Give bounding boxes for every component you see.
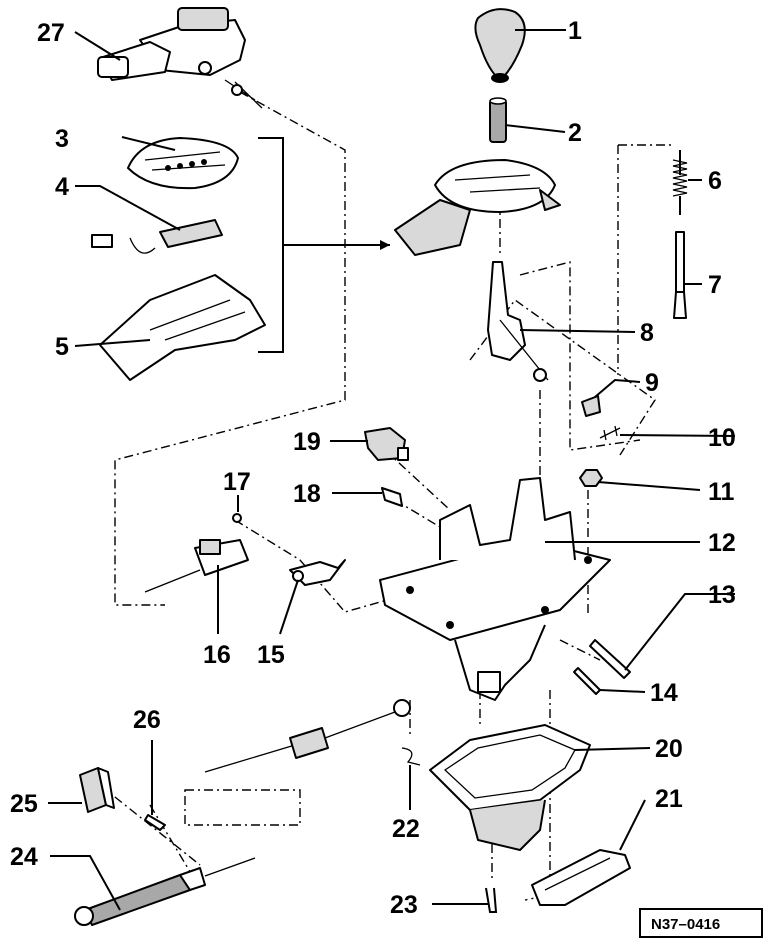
bracket (531, 849, 631, 906)
selector-housing (379, 477, 611, 701)
assembled-cover (394, 159, 561, 256)
callout-12: 12 (708, 529, 736, 557)
locking-element (581, 395, 601, 417)
locking-pin (673, 231, 687, 319)
assembly-line-housing (519, 261, 641, 451)
leader-lines (48, 29, 736, 911)
assembly-line-cable-bracket (184, 789, 301, 826)
selector-switch (364, 427, 409, 461)
position-indicator (91, 219, 223, 254)
spring (672, 150, 688, 215)
assembly-line-switch (384, 449, 451, 511)
cable-bracket (79, 767, 115, 813)
clip-22 (401, 747, 421, 766)
cable-adjuster (74, 857, 256, 926)
callout-3: 3 (55, 125, 69, 153)
nut (579, 469, 603, 487)
sleeve (489, 97, 507, 143)
shift-knob (474, 8, 526, 83)
callout-21: 21 (655, 785, 683, 813)
callout-5: 5 (55, 333, 69, 361)
callout-labels: 1 2 3 4 5 6 7 8 9 10 11 12 13 14 15 16 1… (10, 17, 736, 919)
callout-26: 26 (133, 706, 161, 734)
bracket-screw (144, 814, 166, 831)
spring-clip (599, 425, 621, 441)
reference-code-box: N37–0416 (639, 908, 763, 938)
callout-8: 8 (640, 319, 654, 347)
callout-15: 15 (257, 641, 285, 669)
retaining-clip (485, 887, 498, 913)
long-bolt (589, 639, 631, 679)
callout-27: 27 (37, 19, 65, 47)
selector-cable (204, 699, 411, 773)
callout-10: 10 (708, 424, 736, 452)
assembly-line-bolt-14 (559, 639, 601, 661)
housing-cover (429, 724, 591, 851)
bracket-clip (289, 559, 346, 586)
callout-7: 7 (708, 271, 722, 299)
assembly-line-cable (617, 144, 672, 375)
assembly-line-lever-box (469, 299, 656, 456)
callout-14: 14 (650, 679, 678, 707)
callout-24: 24 (10, 843, 38, 871)
callout-13: 13 (708, 581, 736, 609)
callout-22: 22 (392, 815, 420, 843)
callout-2: 2 (568, 119, 582, 147)
callout-6: 6 (708, 167, 722, 195)
callout-4: 4 (55, 173, 69, 201)
switch-clip (381, 487, 403, 507)
reference-code: N37–0416 (651, 916, 720, 933)
callout-20: 20 (655, 735, 683, 763)
callout-17: 17 (223, 468, 251, 496)
small-screw (232, 513, 242, 523)
callout-23: 23 (390, 891, 418, 919)
callout-9: 9 (645, 369, 659, 397)
callout-1: 1 (568, 17, 582, 45)
callout-16: 16 (203, 641, 231, 669)
ignition-lock-cylinder (97, 7, 263, 109)
assembly-line-bracket-25 (99, 784, 201, 881)
callout-19: 19 (293, 428, 321, 456)
shift-lock-solenoid (144, 539, 249, 593)
short-bolt (573, 667, 601, 695)
trim-panel (127, 137, 239, 190)
lower-cover (99, 274, 266, 381)
selector-lever (487, 261, 549, 382)
callout-18: 18 (293, 480, 321, 508)
callout-25: 25 (10, 790, 38, 818)
assembly-line-ignition (114, 91, 346, 606)
callout-11: 11 (708, 478, 735, 506)
